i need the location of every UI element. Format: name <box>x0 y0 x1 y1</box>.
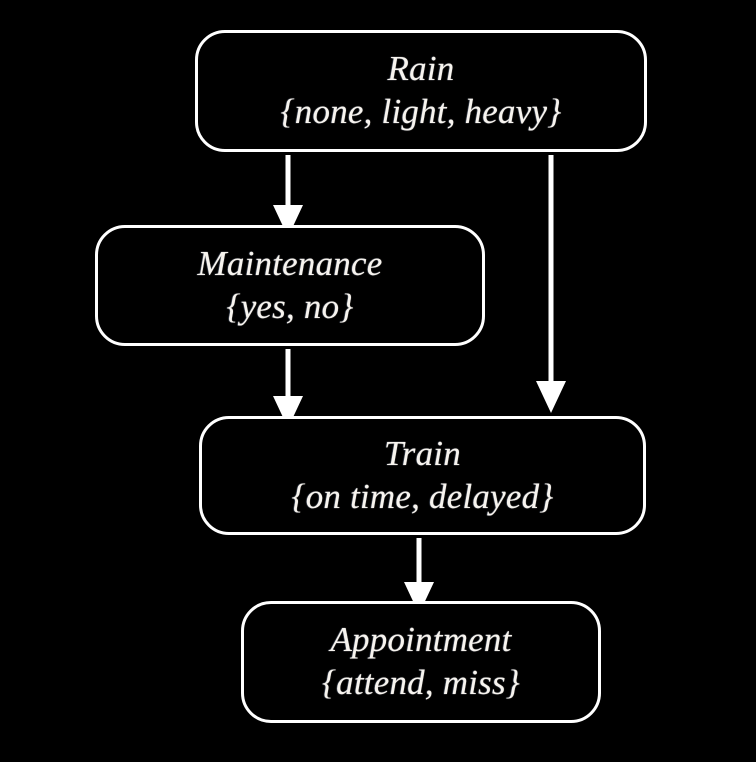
node-maintenance[interactable]: Maintenance {yes, no} <box>95 225 485 346</box>
node-appointment[interactable]: Appointment {attend, miss} <box>241 601 601 723</box>
node-rain-title: Rain <box>387 49 455 89</box>
node-appointment-states: {attend, miss} <box>321 663 521 702</box>
node-maintenance-states: {yes, no} <box>226 286 354 326</box>
node-train-states: {on time, delayed} <box>291 476 554 516</box>
node-train-title: Train <box>384 433 461 473</box>
node-maintenance-title: Maintenance <box>197 243 383 283</box>
node-rain[interactable]: Rain {none, light, heavy} <box>195 30 647 152</box>
node-train[interactable]: Train {on time, delayed} <box>199 416 646 535</box>
node-appointment-title: Appointment <box>330 620 512 660</box>
node-rain-states: {none, light, heavy} <box>280 92 562 131</box>
